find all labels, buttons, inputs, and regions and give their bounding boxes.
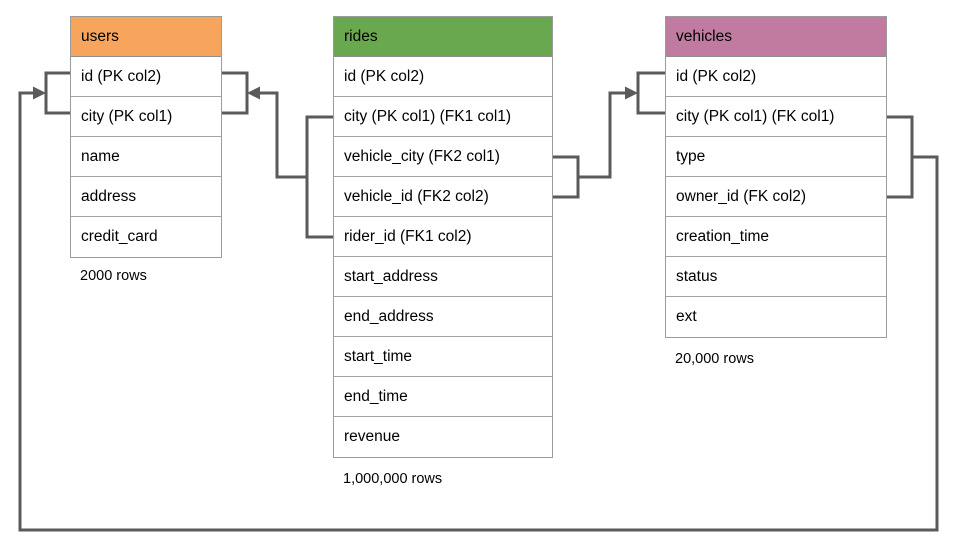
table-row: end_address bbox=[334, 297, 552, 337]
table-row: id (PK col2) bbox=[334, 57, 552, 97]
table-row: revenue bbox=[334, 417, 552, 457]
table-row: owner_id (FK col2) bbox=[666, 177, 886, 217]
link-rides-to-users bbox=[260, 91, 307, 179]
table-row: city (PK col1) (FK1 col1) bbox=[334, 97, 552, 137]
rides-right-bracket bbox=[553, 155, 580, 199]
table-users: users id (PK col2) city (PK col1) name a… bbox=[70, 16, 222, 258]
arrowhead-into-users-right bbox=[247, 86, 260, 100]
table-row: credit_card bbox=[71, 217, 221, 257]
table-rides: rides id (PK col2) city (PK col1) (FK1 c… bbox=[333, 16, 553, 458]
users-left-bracket bbox=[44, 71, 70, 115]
row-count-label: 20,000 rows bbox=[675, 351, 754, 367]
table-row: creation_time bbox=[666, 217, 886, 257]
table-row: ext bbox=[666, 297, 886, 337]
table-row: vehicle_city (FK2 col1) bbox=[334, 137, 552, 177]
table-row: rider_id (FK1 col2) bbox=[334, 217, 552, 257]
link-rides-to-vehicles bbox=[578, 91, 626, 179]
table-users-header: users bbox=[71, 17, 221, 57]
table-row: type bbox=[666, 137, 886, 177]
table-row: status bbox=[666, 257, 886, 297]
rides-left-bracket bbox=[305, 115, 333, 239]
table-row: start_address bbox=[334, 257, 552, 297]
users-right-bracket bbox=[222, 71, 249, 115]
table-row: id (PK col2) bbox=[666, 57, 886, 97]
vehicles-right-bracket bbox=[887, 115, 914, 199]
table-row: address bbox=[71, 177, 221, 217]
table-row: id (PK col2) bbox=[71, 57, 221, 97]
table-vehicles-header: vehicles bbox=[666, 17, 886, 57]
table-rides-header: rides bbox=[334, 17, 552, 57]
table-row: end_time bbox=[334, 377, 552, 417]
arrowhead-into-vehicles-left bbox=[625, 86, 638, 100]
table-row: vehicle_id (FK2 col2) bbox=[334, 177, 552, 217]
table-row: name bbox=[71, 137, 221, 177]
table-row: city (PK col1) (FK col1) bbox=[666, 97, 886, 137]
arrowhead-into-users-left bbox=[33, 86, 46, 100]
row-count-label: 1,000,000 rows bbox=[343, 471, 443, 487]
table-row: start_time bbox=[334, 337, 552, 377]
vehicles-left-bracket bbox=[636, 71, 665, 115]
table-row: city (PK col1) bbox=[71, 97, 221, 137]
table-vehicles: vehicles id (PK col2) city (PK col1) (FK… bbox=[665, 16, 887, 338]
row-count-label: 2000 rows bbox=[80, 268, 147, 284]
